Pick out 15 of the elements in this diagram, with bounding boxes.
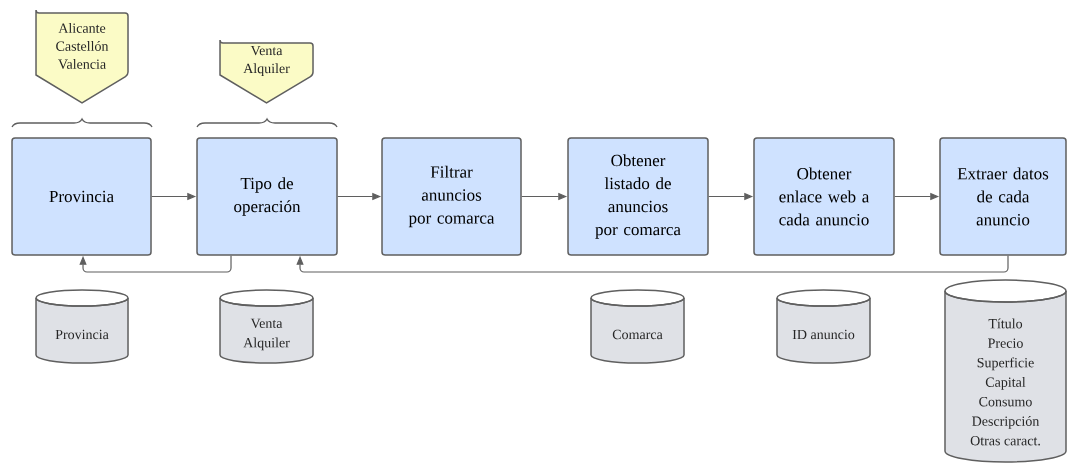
process-box: Provincia: [11, 137, 152, 256]
process-box: Obtener enlace web a cada anuncio: [753, 137, 895, 256]
database-cylinder: Título Precio Superficie Capital Consumo Descripción Otras caract.: [944, 279, 1067, 463]
callout: Venta Alquiler: [219, 39, 314, 104]
process-box: Extraer datos de cada anuncio: [939, 137, 1067, 256]
arrow: [296, 255, 1009, 273]
arrow: [79, 255, 232, 273]
callout: Alicante Castellón Valencia: [35, 9, 129, 104]
process-box: Filtrar anuncios por comarca: [381, 137, 522, 256]
database-cylinder: Provincia: [35, 289, 129, 364]
database-cylinder: ID anuncio: [776, 289, 871, 364]
process-box: Obtener listado de anuncios por comarca: [567, 137, 709, 256]
process-box: Tipo de operación: [196, 137, 338, 256]
database-cylinder: Venta Alquiler: [219, 289, 314, 364]
database-cylinder: Comarca: [590, 289, 685, 364]
